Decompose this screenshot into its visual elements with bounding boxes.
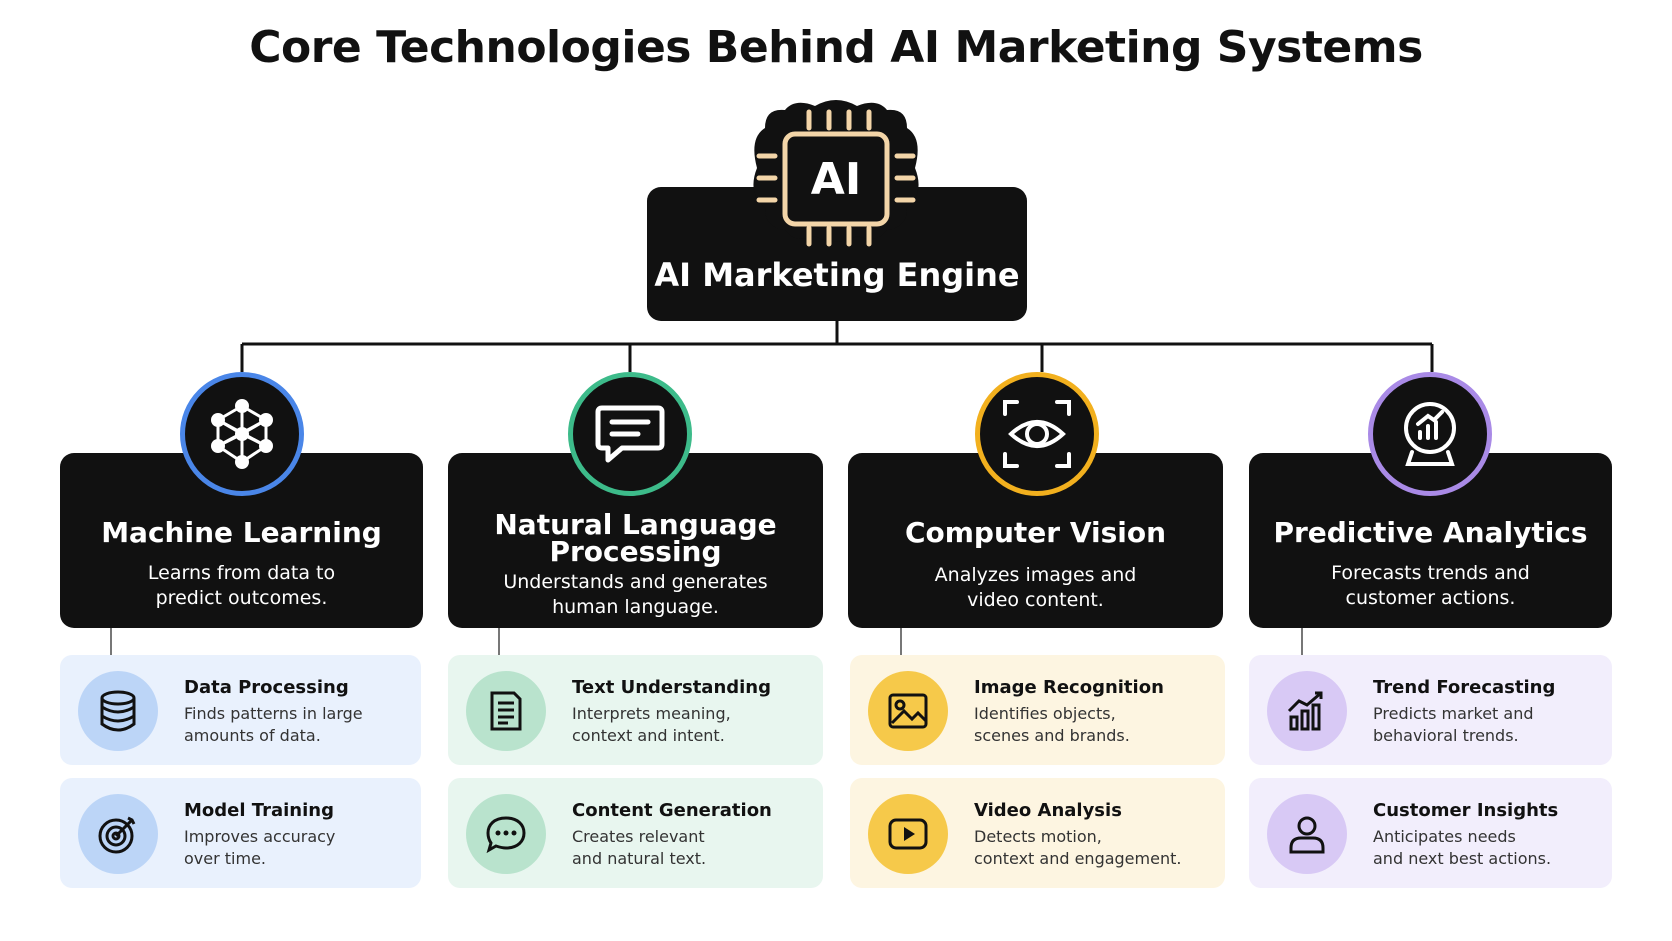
category-title-line2: Processing bbox=[549, 535, 722, 568]
ai-chip-icon bbox=[753, 100, 919, 247]
card-title: Data Processing bbox=[184, 677, 349, 698]
category-desc: Forecasts trends and bbox=[1331, 562, 1530, 584]
card-title: Image Recognition bbox=[974, 677, 1164, 698]
category-desc: human language. bbox=[552, 596, 719, 618]
category-desc: video content. bbox=[967, 589, 1104, 611]
card-title: Trend Forecasting bbox=[1373, 677, 1556, 698]
category-desc: Analyzes images and bbox=[934, 564, 1137, 586]
card-desc: Interprets meaning,context and intent. bbox=[572, 704, 731, 745]
category-title: Predictive Analytics bbox=[1273, 516, 1588, 549]
card-title: Customer Insights bbox=[1373, 800, 1559, 821]
database-icon bbox=[78, 671, 158, 751]
eye-scan-icon bbox=[975, 372, 1099, 496]
document-icon bbox=[466, 671, 546, 751]
category-desc: customer actions. bbox=[1345, 587, 1516, 609]
card-text-understanding: Text Understanding Interprets meaning,co… bbox=[448, 655, 823, 765]
video-play-icon bbox=[868, 794, 948, 874]
category-title-line1: Natural Language bbox=[494, 508, 777, 541]
category-desc: predict outcomes. bbox=[155, 587, 328, 609]
speech-dots-icon bbox=[466, 794, 546, 874]
crystal-ball-chart-icon bbox=[1368, 372, 1492, 496]
card-desc: Detects motion,context and engagement. bbox=[974, 827, 1182, 868]
card-desc: Identifies objects,scenes and brands. bbox=[974, 704, 1130, 745]
card-title: Model Training bbox=[184, 800, 334, 821]
engine-label: AI Marketing Engine bbox=[654, 256, 1020, 294]
category-title: Machine Learning bbox=[101, 516, 382, 549]
image-icon bbox=[868, 671, 948, 751]
trend-chart-icon bbox=[1267, 671, 1347, 751]
category-desc: Understands and generates bbox=[503, 571, 768, 593]
neural-network-icon bbox=[180, 372, 304, 496]
diagram-title: Core Technologies Behind AI Marketing Sy… bbox=[249, 22, 1423, 73]
target-icon bbox=[78, 794, 158, 874]
chat-bubble-icon bbox=[568, 372, 692, 496]
category-title: Computer Vision bbox=[904, 516, 1167, 549]
category-desc: Learns from data to bbox=[147, 562, 336, 584]
card-title: Text Understanding bbox=[572, 677, 772, 698]
card-image-recognition: Image Recognition Identifies objects,sce… bbox=[850, 655, 1225, 765]
person-icon bbox=[1267, 794, 1347, 874]
category-machine-learning: Machine Learning Learns from data to pre… bbox=[60, 453, 423, 628]
card-title: Video Analysis bbox=[974, 800, 1122, 821]
card-video-analysis: Video Analysis Detects motion,context an… bbox=[850, 778, 1225, 888]
card-title: Content Generation bbox=[572, 800, 772, 821]
ai-chip-text: AI bbox=[810, 154, 862, 205]
